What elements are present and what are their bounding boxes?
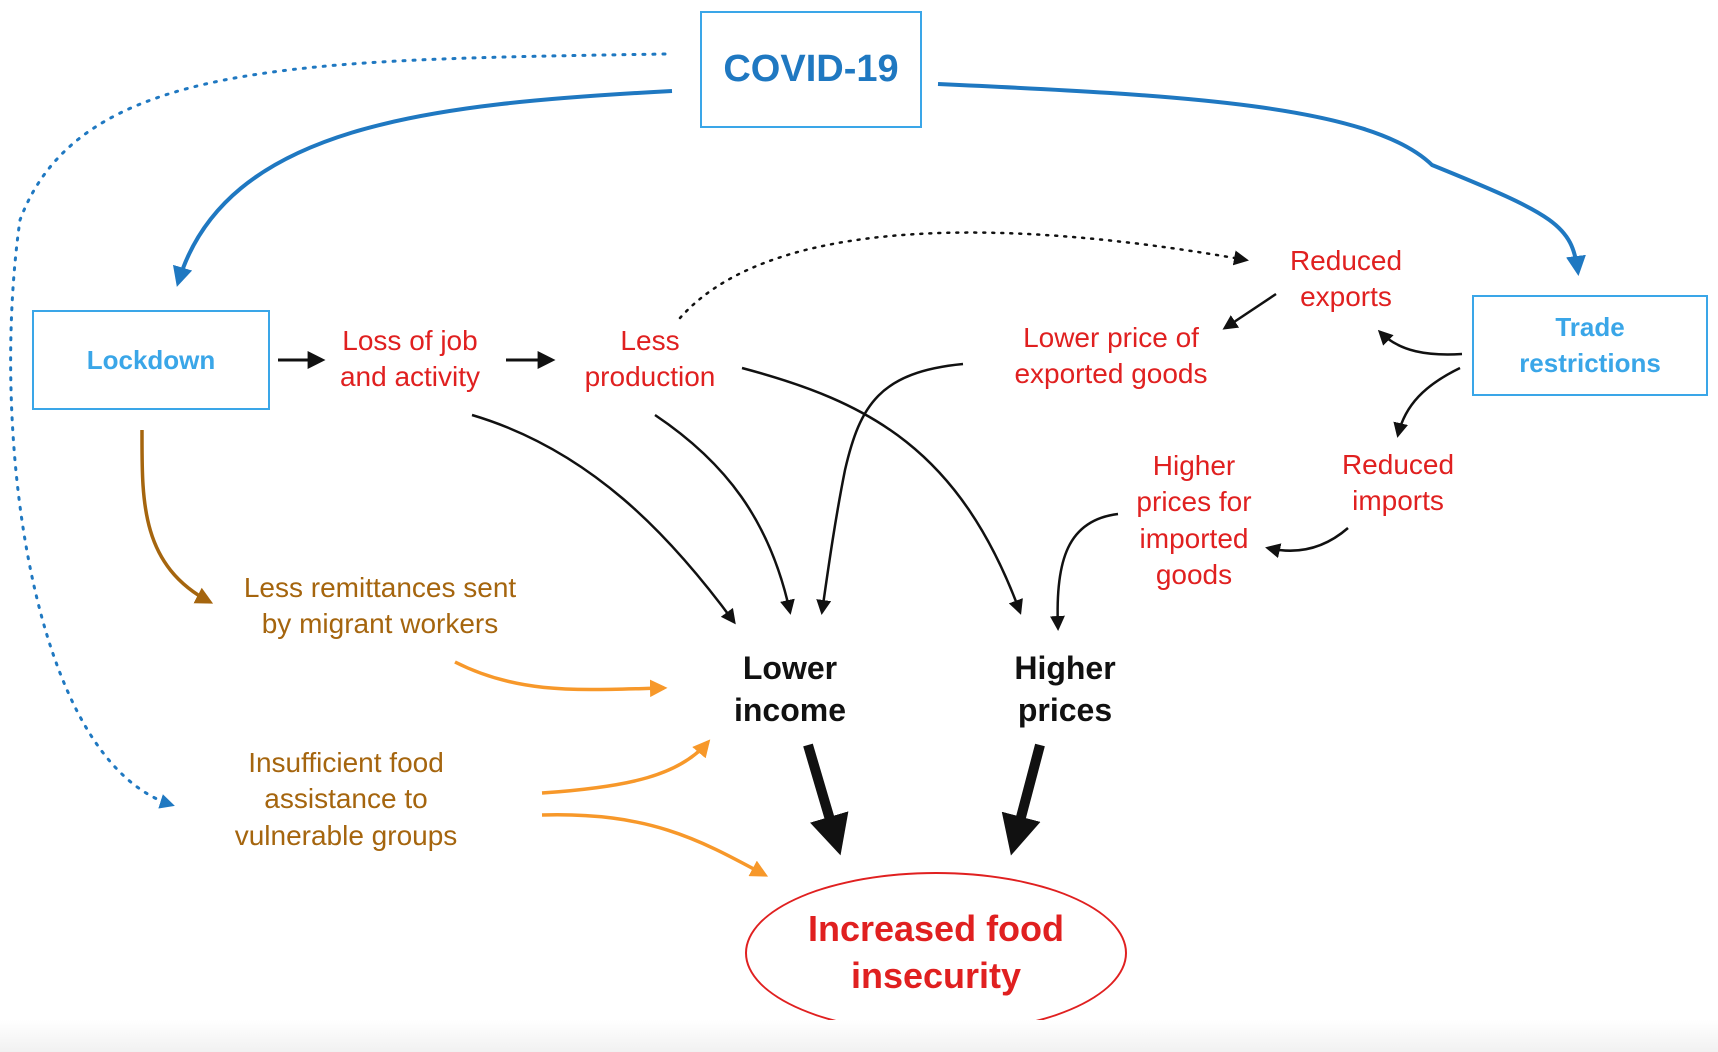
edge-covid-lockdown xyxy=(172,89,673,287)
node-lower-income: Lower income xyxy=(710,648,870,731)
node-lower-price-exported-line-1: Lower price of xyxy=(1023,322,1199,353)
node-reduced-exports-line-1: Reduced xyxy=(1289,245,1403,276)
edge-lessproduction-reducedexports xyxy=(678,231,1249,320)
edge-lowerincome-foodinsecurity xyxy=(803,743,849,856)
edge-insufficientfood-foodinsecurity xyxy=(541,813,769,877)
node-higher-prices-line-1: Higher xyxy=(1014,650,1116,686)
node-reduced-imports-line-2: imports xyxy=(1352,485,1444,517)
node-loss-of-job-line-2: and activity xyxy=(339,361,481,393)
node-insufficient-food-line-3: vulnerable groups xyxy=(234,819,458,851)
node-higher-prices-imported-line-2: prices for xyxy=(1136,486,1252,518)
node-lower-income-line-2: income xyxy=(733,691,847,728)
node-reduced-imports-line-1: Reduced xyxy=(1341,449,1455,480)
node-trade-line-2: restrictions xyxy=(1519,347,1661,378)
node-higher-prices-imported: Higher prices for imported goods xyxy=(1114,448,1274,594)
node-higher-prices-imported-line-3: imported xyxy=(1139,522,1249,554)
node-less-remittances-line-2: by migrant workers xyxy=(261,608,499,640)
edge-lockdown-lessremittances xyxy=(140,429,214,604)
node-less-production: Less production xyxy=(565,323,735,396)
node-loss-of-job-line-1: Loss of job xyxy=(342,325,478,356)
edge-reducedimports-higherpricesimported xyxy=(1265,527,1349,559)
edge-lessproduction-lowerincome xyxy=(654,413,795,615)
edge-reducedexports-lowerprice xyxy=(1222,292,1277,330)
node-less-production-line-1: Less xyxy=(620,325,680,356)
edge-insufficientfood-lowerincome xyxy=(541,739,711,795)
node-loss-of-job: Loss of job and activity xyxy=(330,323,490,396)
edge-trade-reducedimports xyxy=(1393,366,1461,438)
edge-higherprices-foodinsecurity xyxy=(1001,743,1045,856)
node-increased-food-insecurity: Increased food insecurity xyxy=(745,872,1127,1034)
bottom-shadow-band xyxy=(0,1020,1718,1052)
node-covid: COVID-19 xyxy=(700,11,922,128)
edge-trade-reducedexports xyxy=(1377,329,1463,356)
node-reduced-imports: Reduced imports xyxy=(1318,447,1478,520)
edge-lowerprice-lowerincome xyxy=(816,362,964,615)
node-higher-prices-imported-line-1: Higher xyxy=(1152,450,1236,481)
node-reduced-exports-line-2: exports xyxy=(1300,281,1392,313)
node-higher-prices-imported-line-4: goods xyxy=(1155,559,1233,591)
node-lower-price-exported-line-2: exported goods xyxy=(1014,358,1208,390)
edge-higherpricesimported-higherprices xyxy=(1049,512,1119,631)
edge-covid-insufficient-food xyxy=(9,52,667,809)
node-covid-label: COVID-19 xyxy=(723,48,899,90)
node-lockdown-label: Lockdown xyxy=(86,344,216,375)
node-trade-restrictions: Trade restrictions xyxy=(1472,295,1708,396)
node-insufficient-food: Insufficient food assistance to vulnerab… xyxy=(210,745,482,854)
node-higher-prices-line-2: prices xyxy=(1017,691,1113,728)
node-lockdown: Lockdown xyxy=(32,310,270,410)
edge-lessremittances-lowerincome xyxy=(454,660,668,698)
node-insufficient-food-line-2: assistance to xyxy=(264,783,428,815)
node-food-insecurity-line-2: insecurity xyxy=(850,955,1022,996)
node-lower-price-exported: Lower price of exported goods xyxy=(990,320,1232,393)
node-less-remittances-line-1: Less remittances sent xyxy=(243,572,517,603)
node-insufficient-food-line-1: Insufficient food xyxy=(248,747,444,778)
node-less-production-line-2: production xyxy=(584,361,716,393)
node-higher-prices: Higher prices xyxy=(985,648,1145,731)
node-reduced-exports: Reduced exports xyxy=(1262,243,1430,316)
node-less-remittances: Less remittances sent by migrant workers xyxy=(220,570,540,643)
edge-lossjob-lowerincome xyxy=(471,413,736,625)
node-trade-line-1: Trade xyxy=(1555,312,1625,343)
edge-lessproduction-higherprices xyxy=(741,366,1023,615)
node-food-insecurity-line-1: Increased food xyxy=(807,908,1065,950)
edge-covid-trade xyxy=(937,82,1586,276)
node-lower-income-line-1: Lower xyxy=(742,650,838,686)
